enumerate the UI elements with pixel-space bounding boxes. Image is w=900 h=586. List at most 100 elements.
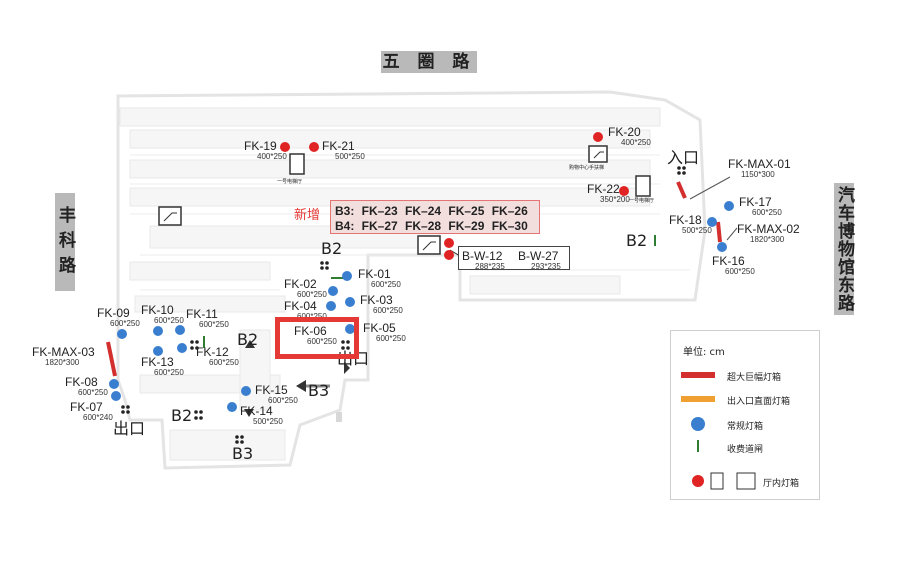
site-size-fk-13: 600*250 — [154, 368, 184, 377]
new-sites-box: B3: FK–23 FK–24 FK–25 FK–26 B4: FK–27 FK… — [330, 200, 540, 234]
site-code-fk-07: FK-07 — [70, 400, 103, 414]
legend-swatch-max — [681, 372, 715, 378]
site-dot-fk-21 — [309, 142, 319, 152]
site-dot-fk-18 — [707, 217, 717, 227]
site-size-fk-08: 600*250 — [78, 388, 108, 397]
road-label-right: 汽车博物馆东路 — [834, 183, 854, 315]
site-size-fk-06: 600*250 — [307, 337, 337, 346]
site-size-b-w-12: 288*235 — [475, 262, 505, 271]
site-size-b-w-27: 293*235 — [531, 262, 561, 271]
bw-box — [458, 246, 570, 270]
site-size-fk-07: 600*240 — [83, 413, 113, 422]
site-code-fk-10: FK-10 — [141, 303, 174, 317]
site-code-fk-04: FK-04 — [284, 299, 317, 313]
site-code-fk-12: FK-12 — [196, 345, 229, 359]
legend-item-max: 超大巨幅灯箱 — [727, 373, 782, 383]
site-size-fk-09: 600*250 — [110, 319, 140, 328]
site-dot-fk-20 — [593, 132, 603, 142]
road-label-left: 丰科路 — [55, 193, 75, 291]
legend-item-regular: 常规灯箱 — [727, 422, 764, 432]
entrance-label: 入口 — [667, 148, 700, 167]
site-size-fk-02: 600*250 — [297, 290, 327, 299]
site-code-fk-01: FK-01 — [358, 267, 391, 281]
site-dot-fk-07 — [111, 391, 121, 401]
site-dot-fk-22 — [619, 186, 629, 196]
site-code-fk-17: FK-17 — [739, 195, 772, 209]
site-size-fk-04: 600*250 — [297, 312, 327, 321]
site-size-fk-10: 600*250 — [154, 316, 184, 325]
site-code-b-w-12: B-W-12 — [462, 249, 503, 263]
site-dot-fk-14 — [227, 402, 237, 412]
legend-item-hall: 厅内灯箱 — [763, 479, 800, 489]
site-size-fk-05: 600*250 — [376, 334, 406, 343]
site-dot-fk-17 — [724, 201, 734, 211]
site-code-fk-max-03: FK-MAX-03 — [32, 345, 95, 359]
site-code-b-w-27: B-W-27 — [518, 249, 559, 263]
level-b2-top: B2 — [321, 239, 343, 258]
site-dot-fk-09 — [117, 329, 127, 339]
site-size-fk-max-01: 1150*300 — [741, 170, 775, 179]
level-b3-bottom: B3 — [232, 444, 254, 463]
legend-swatch-hall-dot — [692, 475, 704, 487]
site-dot-fk-05 — [345, 324, 355, 334]
site-size-fk-14: 500*250 — [253, 417, 283, 426]
site-dot-fk-19 — [280, 142, 290, 152]
mall-escalator-note: 购物中心手扶梯 — [569, 165, 605, 171]
legend: 单位: cm 超大巨幅灯箱 出入口直面灯箱 常规灯箱 收费道闸 厅内灯箱 — [670, 330, 820, 500]
site-code-fk-21: FK-21 — [322, 139, 355, 153]
site-dot-fk-12 — [177, 343, 187, 353]
site-size-fk-21: 500*250 — [335, 152, 365, 161]
site-dot-fk-11 — [175, 325, 185, 335]
site-size-fk-19: 400*250 — [257, 152, 287, 161]
legend-item-gate: 收费道闸 — [727, 445, 764, 455]
level-b2-right: B2 — [626, 231, 648, 250]
site-size-fk-20: 400*250 — [621, 138, 651, 147]
site-code-fk-max-02: FK-MAX-02 — [737, 222, 800, 236]
site-dot-fk-01 — [342, 271, 352, 281]
site-code-fk-19: FK-19 — [244, 139, 277, 153]
site-dot-fk-13 — [153, 346, 163, 356]
legend-swatch-regular — [691, 417, 705, 431]
site-code-fk-08: FK-08 — [65, 375, 98, 389]
site-code-fk-03: FK-03 — [360, 293, 393, 307]
site-code-fk-09: FK-09 — [97, 306, 130, 320]
site-code-fk-06: FK-06 — [294, 324, 327, 338]
site-code-fk-18: FK-18 — [669, 213, 702, 227]
new-sites-row-b4: B4: FK–27 FK–28 FK–29 FK–30 — [335, 219, 528, 233]
new-sites-row-b3: B3: FK–23 FK–24 FK–25 FK–26 — [335, 204, 528, 218]
site-dot-b-w-12 — [444, 238, 454, 248]
site-code-fk-16: FK-16 — [712, 254, 745, 268]
site-size-fk-01: 600*250 — [371, 280, 401, 289]
site-dot-fk-02 — [328, 286, 338, 296]
legend-swatches — [681, 372, 756, 490]
site-code-fk-15: FK-15 — [255, 383, 288, 397]
legend-swatch-hall-escalator — [736, 472, 756, 490]
site-size-fk-15: 600*250 — [268, 396, 298, 405]
site-code-fk-13: FK-13 — [141, 355, 174, 369]
site-size-fk-max-03: 1820*300 — [45, 358, 80, 367]
site-code-fk-20: FK-20 — [608, 125, 641, 139]
elevator-hall-note-2: 一号电梯厅 — [629, 198, 655, 204]
site-dot-fk-16 — [717, 242, 727, 252]
site-dot-b-w-27 — [444, 250, 454, 260]
exit-left-label: 出口 — [113, 419, 146, 438]
legend-item-entry: 出入口直面灯箱 — [727, 397, 791, 407]
site-dot-fk-03 — [345, 297, 355, 307]
site-dot-fk-15 — [241, 386, 251, 396]
highlight-box — [275, 317, 359, 359]
site-size-fk-03: 600*250 — [373, 306, 403, 315]
site-size-fk-12: 600*250 — [209, 358, 239, 367]
site-dot-fk-10 — [153, 326, 163, 336]
new-label: 新增 — [294, 208, 321, 223]
road-label-top: 五 圈 路 — [381, 51, 477, 73]
site-code-fk-05: FK-05 — [363, 321, 396, 335]
site-size-fk-11: 600*250 — [199, 320, 229, 329]
site-code-fk-14: FK-14 — [240, 404, 273, 418]
legend-title: 单位: cm — [683, 347, 725, 358]
site-code-fk-11: FK-11 — [186, 307, 218, 321]
site-size-fk-17: 600*250 — [752, 208, 782, 217]
level-b2-bottom: B2 — [171, 406, 193, 425]
site-code-fk-22: FK-22 — [587, 182, 620, 196]
